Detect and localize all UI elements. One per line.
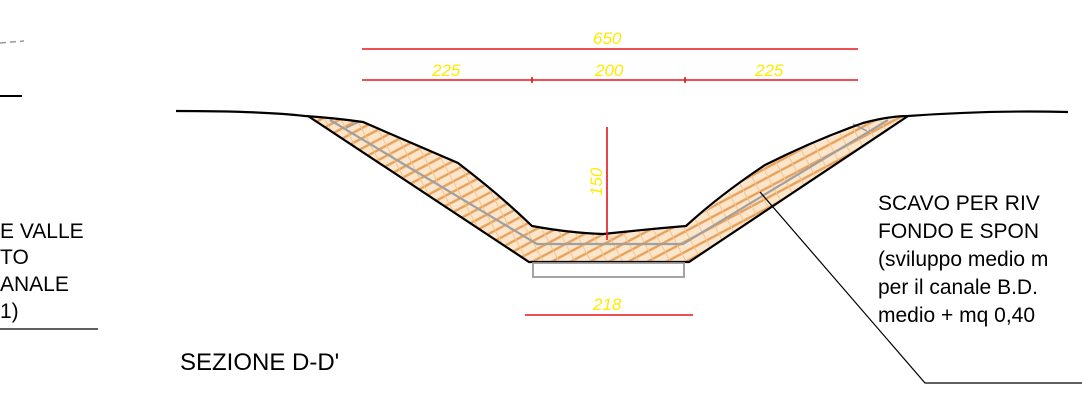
dim-left-slope: 225	[431, 61, 461, 80]
left-note: E VALLE TO ANALE 1)	[0, 220, 84, 323]
right-note: SCAVO PER RIV FONDO E SPON (sviluppo med…	[878, 192, 1048, 327]
excavation-fill	[308, 116, 908, 262]
left-note-line-3: ANALE	[0, 273, 69, 296]
ground-profile	[175, 109, 1069, 236]
leader-line	[759, 191, 1082, 384]
dim-right-slope: 225	[754, 61, 784, 80]
bottom-slab	[532, 262, 685, 278]
dim-total-width: 650	[593, 29, 622, 48]
excavation-outline	[307, 115, 909, 264]
right-note-line-3: (sviluppo medio m	[878, 248, 1048, 271]
right-note-line-2: FONDO E SPON	[878, 220, 1039, 243]
left-fragment-lines	[0, 40, 98, 330]
left-note-line-1: E VALLE	[0, 220, 84, 243]
dim-bed-width: 200	[594, 61, 624, 80]
lining-line	[329, 119, 889, 246]
right-note-line-4: per il canale B.D.	[878, 276, 1038, 299]
right-note-line-1: SCAVO PER RIV	[878, 192, 1040, 215]
section-title: SEZIONE D-D'	[180, 349, 339, 376]
left-note-line-2: TO	[0, 246, 29, 269]
right-note-line-5: medio + mq 0,40	[878, 304, 1035, 327]
dim-depth: 150	[587, 167, 606, 196]
dim-lining-width: 218	[592, 295, 622, 314]
left-note-line-4: 1)	[0, 300, 19, 323]
dimension-lines	[362, 48, 858, 316]
